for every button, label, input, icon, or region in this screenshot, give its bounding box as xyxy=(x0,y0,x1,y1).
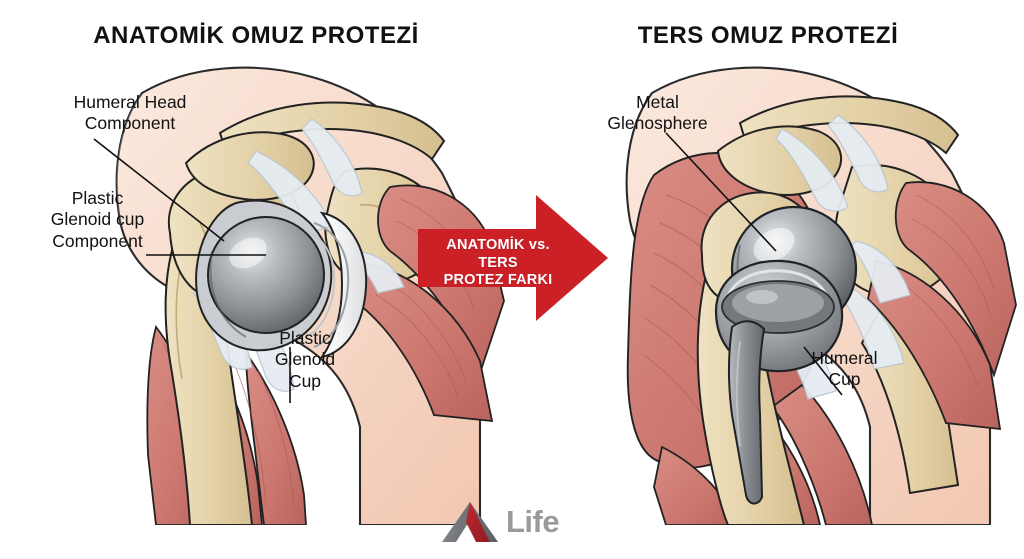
label-humeral-head-component: Humeral Head Component xyxy=(73,92,187,134)
comparison-arrow: ANATOMİK vs. TERS PROTEZ FARKI xyxy=(418,193,608,323)
page-title-left: ANATOMİK OMUZ PROTEZİ xyxy=(93,22,419,49)
label-plastic-glenoid-cup-component: Plastic Glenoid cup Component xyxy=(50,188,145,251)
label-metal-glenosphere: Metal Glenosphere xyxy=(607,92,708,134)
leader-lines-right xyxy=(665,132,843,396)
clavicle-bone xyxy=(738,95,960,155)
page-title-right: TERS OMUZ PROTEZİ xyxy=(637,22,899,49)
shoulder-muscles-right xyxy=(867,181,1017,431)
brand-logo: Life xyxy=(440,500,590,548)
arrow-label-text: ANATOMİK vs. TERS PROTEZ FARKI xyxy=(443,237,553,289)
reverse-prosthesis-illustration xyxy=(625,66,1017,525)
leader-lines-left xyxy=(93,138,291,403)
humeral-stem-implant xyxy=(728,320,766,505)
label-humeral-cup: Humeral Cup xyxy=(811,348,878,390)
a-triangle-logo-icon xyxy=(442,502,498,542)
brand-logo-text: Life xyxy=(506,504,560,539)
joint-capsule-tendons xyxy=(769,114,911,400)
plastic-glenoid-cup-implant xyxy=(305,211,368,359)
humeral-head-component-implant xyxy=(195,199,333,352)
label-plastic-glenoid-cup: Plastic Glenoid Cup xyxy=(274,328,336,391)
clavicle-bone xyxy=(218,101,446,161)
arrow-shape xyxy=(418,195,608,321)
